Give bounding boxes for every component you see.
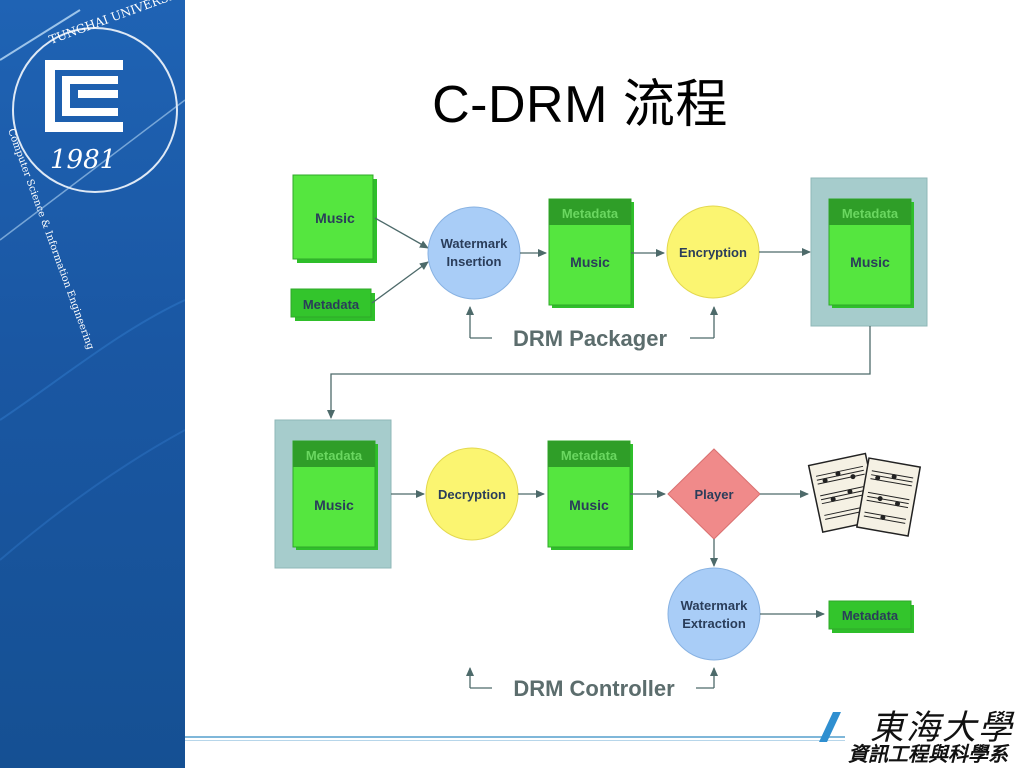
watermark-insertion-line2: Insertion — [447, 254, 502, 269]
decrypted-packet-box: Metadata Music — [547, 440, 633, 550]
decryption-label: Decryption — [438, 487, 506, 502]
input-music-label: Music — [315, 210, 355, 226]
received-metadata-label: Metadata — [306, 448, 363, 463]
sheet-music-icon — [807, 452, 922, 537]
received-package-container: Metadata Music — [274, 419, 392, 569]
watermark-extraction-node: Watermark Extraction — [667, 567, 761, 661]
decrypted-music-label: Music — [569, 497, 609, 513]
slide-title: C-DRM 流程 — [432, 76, 728, 134]
arrow-metadata-to-watermark — [371, 261, 429, 304]
decryption-node: Decryption — [425, 447, 519, 541]
player-label: Player — [694, 487, 733, 502]
decrypted-metadata-label: Metadata — [561, 448, 618, 463]
department-name-logo: 資訊工程與科學系 — [848, 742, 1008, 766]
arrow-music-to-watermark — [374, 217, 429, 249]
packet-music-label: Music — [570, 254, 610, 270]
sidebar: 1981 TUNGHAI UNIVERSITY Computer Science… — [0, 0, 185, 768]
output-metadata-box: Metadata — [828, 600, 914, 633]
watermark-insertion-line1: Watermark — [441, 236, 508, 251]
watermark-extraction-line1: Watermark — [681, 598, 748, 613]
player-node: Player — [667, 448, 761, 540]
university-seal-icon: 1981 TUNGHAI UNIVERSITY Computer Science… — [0, 0, 185, 561]
watermarked-packet-box: Metadata Music — [548, 198, 634, 308]
seal-year: 1981 — [50, 145, 116, 175]
encrypted-music-label: Music — [850, 254, 890, 270]
footer-line-secondary — [185, 740, 845, 741]
drm-packager-bracket: DRM Packager — [466, 306, 718, 351]
packet-metadata-label: Metadata — [562, 206, 619, 221]
watermark-insertion-node: Watermark Insertion — [427, 206, 521, 300]
received-music-label: Music — [314, 497, 354, 513]
encryption-label: Encryption — [679, 245, 747, 260]
encrypted-package-container: Metadata Music — [810, 177, 928, 327]
drm-packager-label: DRM Packager — [513, 326, 668, 351]
encryption-node: Encryption — [666, 205, 760, 299]
encrypted-metadata-label: Metadata — [842, 206, 899, 221]
input-music-box: Music — [292, 174, 377, 263]
footer-line — [185, 736, 845, 738]
drm-controller-bracket: DRM Controller — [466, 667, 718, 701]
output-metadata-label: Metadata — [842, 608, 899, 623]
university-name-logo: 東海大學 — [870, 708, 1014, 748]
arrow-package-to-controller — [327, 326, 871, 419]
drm-controller-label: DRM Controller — [513, 676, 675, 701]
input-metadata-label: Metadata — [303, 297, 360, 312]
watermark-extraction-line2: Extraction — [682, 616, 746, 631]
input-metadata-box: Metadata — [290, 288, 375, 321]
